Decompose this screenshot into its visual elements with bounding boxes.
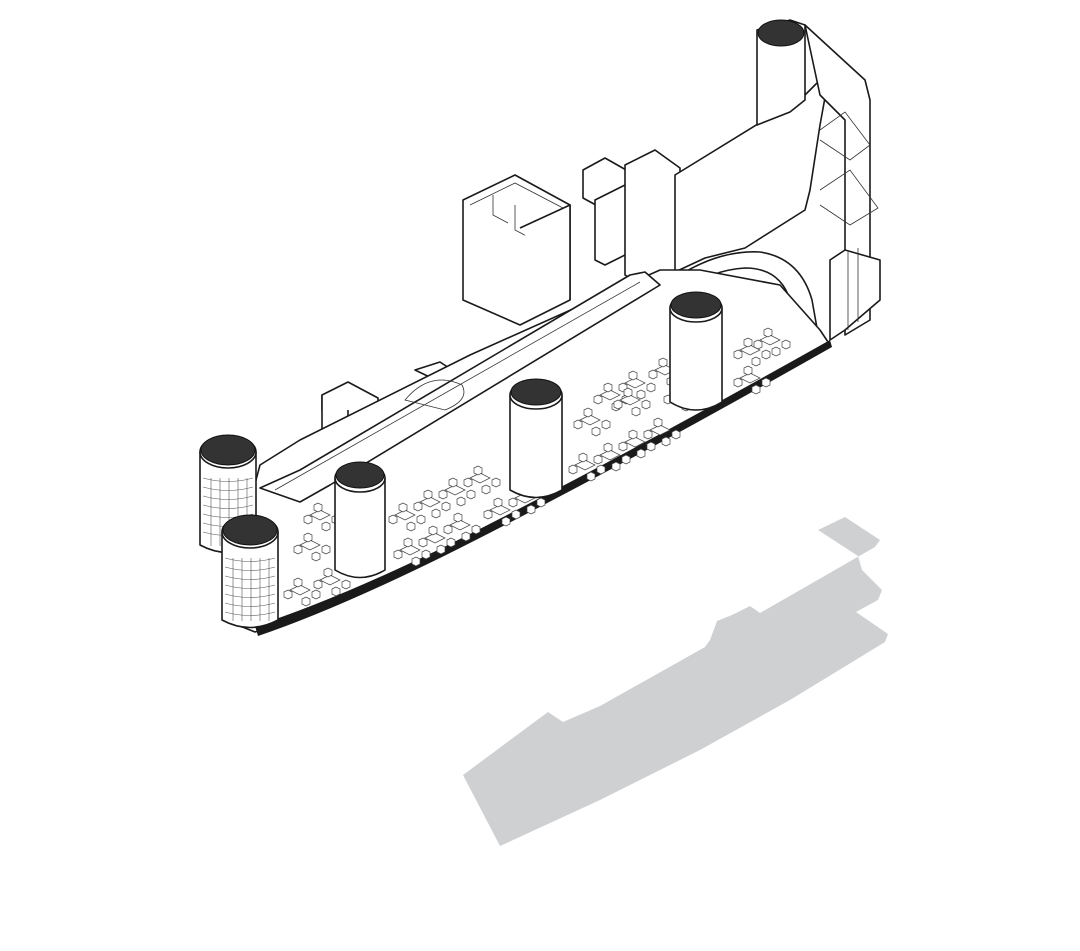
table-with-chairs bbox=[733, 365, 771, 395]
table-with-chairs bbox=[293, 532, 331, 562]
footprint-shadow bbox=[463, 517, 888, 846]
table-with-chairs bbox=[283, 577, 321, 607]
table-with-chairs bbox=[618, 370, 656, 400]
table-with-chairs bbox=[568, 452, 606, 482]
table-with-chairs bbox=[313, 567, 351, 597]
table-with-chairs bbox=[483, 497, 521, 527]
shelving-column-lower bbox=[221, 514, 279, 629]
table-with-chairs bbox=[418, 525, 456, 555]
back-walls bbox=[462, 19, 881, 356]
table-with-chairs bbox=[438, 477, 476, 507]
table-with-chairs bbox=[618, 429, 656, 459]
table-with-chairs bbox=[573, 407, 611, 437]
column-c bbox=[669, 291, 723, 411]
slab-cut-edge bbox=[255, 340, 832, 636]
column-a bbox=[334, 461, 386, 579]
ceiling-bulkhead bbox=[259, 271, 661, 503]
table-with-chairs bbox=[613, 387, 651, 417]
table-with-chairs bbox=[643, 417, 681, 447]
dining-furniture bbox=[283, 327, 791, 607]
column-b bbox=[509, 378, 563, 499]
table-with-chairs bbox=[753, 327, 791, 357]
table-with-chairs bbox=[593, 442, 631, 472]
table-with-chairs bbox=[443, 512, 481, 542]
table-with-chairs bbox=[303, 502, 341, 532]
tower-column-cap bbox=[757, 19, 805, 47]
table-with-chairs bbox=[388, 502, 426, 532]
table-with-chairs bbox=[463, 465, 501, 495]
table-with-chairs bbox=[393, 537, 431, 567]
table-with-chairs bbox=[413, 489, 451, 519]
